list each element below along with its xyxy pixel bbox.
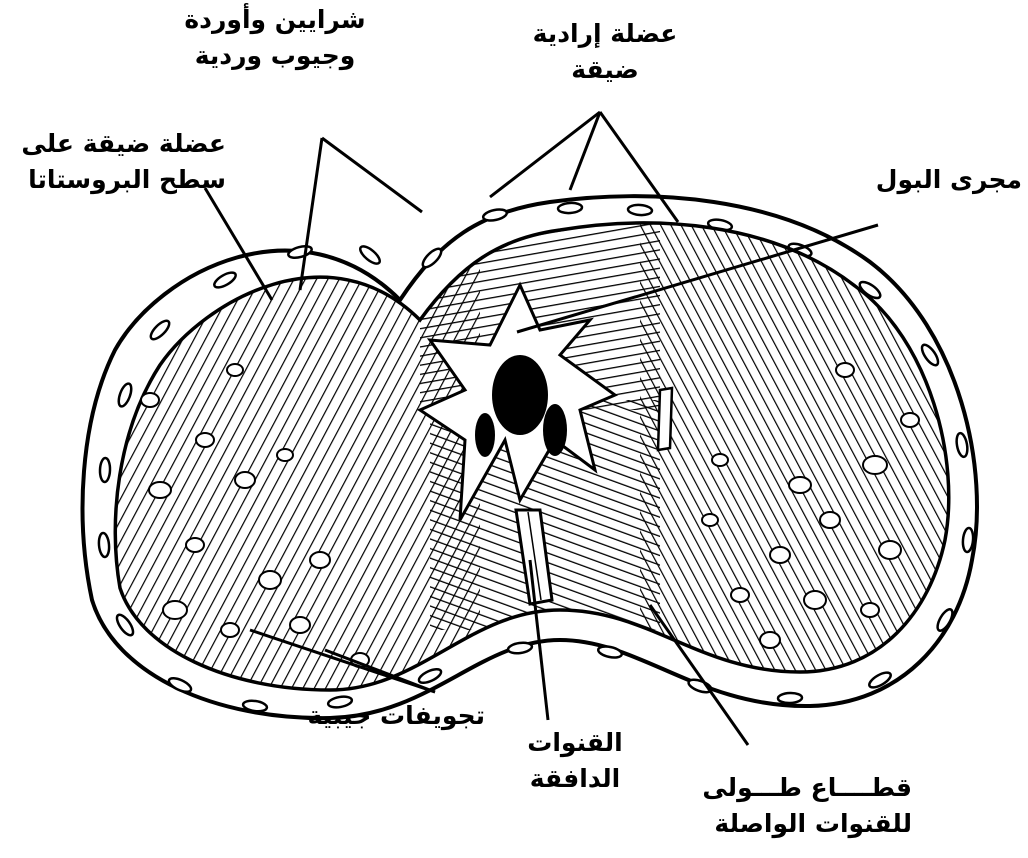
label-voluntary-muscle-line1: عضلة إرادية bbox=[525, 16, 685, 52]
label-arteries-veins: شرايين وأوردة وجيوب وردية bbox=[180, 2, 370, 74]
label-sinus-cavities-line1: تجويفات جيبية bbox=[270, 698, 485, 734]
label-vas-deferens-line2: للقنوات الواصلة bbox=[672, 806, 912, 842]
label-ejaculatory-ducts-line1: القنوات bbox=[500, 725, 650, 761]
vas-deferens-section bbox=[658, 388, 672, 450]
label-smooth-muscle: عضلة ضيقة على سطح البروستاتا bbox=[4, 126, 226, 198]
label-voluntary-muscle-line2: ضيقة bbox=[525, 52, 685, 88]
label-voluntary-muscle: عضلة إرادية ضيقة bbox=[525, 16, 685, 88]
label-urethra: مجرى البول bbox=[850, 162, 1022, 198]
label-vas-deferens: قطــــاع طـــولى للقنوات الواصلة bbox=[672, 770, 912, 842]
label-ejaculatory-ducts: القنوات الدافقة bbox=[500, 725, 650, 797]
label-smooth-muscle-line1: عضلة ضيقة على bbox=[4, 126, 226, 162]
label-arteries-veins-line2: وجيوب وردية bbox=[180, 38, 370, 74]
label-ejaculatory-ducts-line2: الدافقة bbox=[500, 761, 650, 797]
label-sinus-cavities: تجويفات جيبية bbox=[270, 698, 485, 734]
label-vas-deferens-line1: قطــــاع طـــولى bbox=[672, 770, 912, 806]
label-arteries-veins-line1: شرايين وأوردة bbox=[180, 2, 370, 38]
label-smooth-muscle-line2: سطح البروستاتا bbox=[4, 162, 226, 198]
label-urethra-line1: مجرى البول bbox=[850, 162, 1022, 198]
